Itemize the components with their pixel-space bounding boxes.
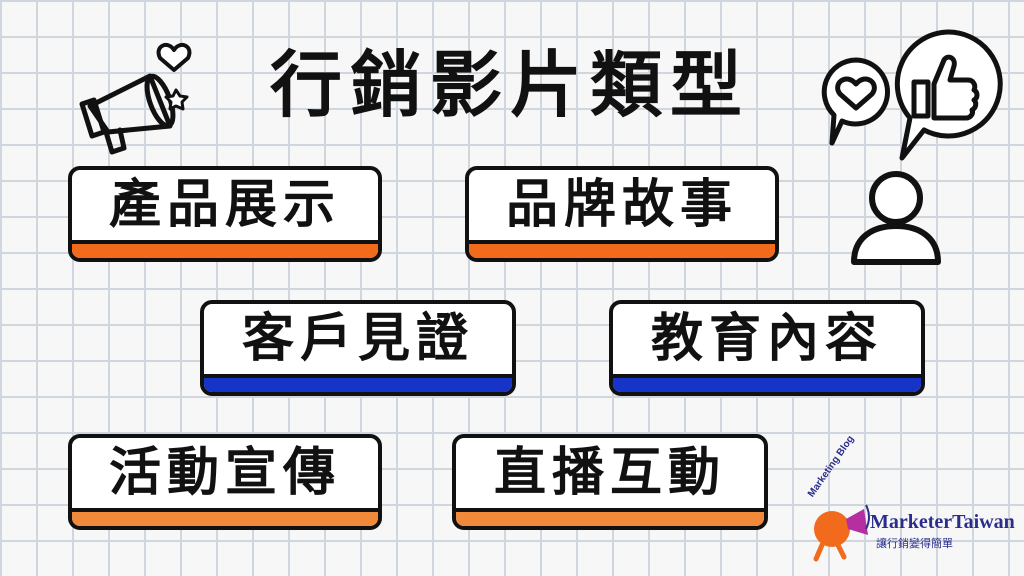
- card-label: 客戶見證: [241, 309, 474, 369]
- card-accent-strip: [72, 512, 378, 526]
- brand-name: MarketerTaiwan: [870, 511, 1015, 533]
- card-label: 直播互動: [493, 443, 726, 503]
- video-type-card-brand-story: 品牌故事: [465, 166, 779, 262]
- video-type-card-product-demo: 產品展示: [68, 166, 382, 262]
- card-label: 產品展示: [108, 175, 341, 235]
- video-type-card-testimonial: 客戶見證: [200, 300, 516, 396]
- person-icon: [851, 171, 941, 265]
- card-accent-strip: [456, 512, 764, 526]
- mascot-megaphone-icon: [813, 504, 870, 562]
- card-label: 活動宣傳: [108, 443, 341, 503]
- heart-speech-bubble-icon: [821, 57, 891, 146]
- card-label: 品牌故事: [505, 175, 738, 235]
- video-type-card-live-interaction: 直播互動: [452, 434, 768, 530]
- card-label: 教育內容: [650, 309, 883, 369]
- page-title: 行銷影片類型: [269, 42, 750, 127]
- brand-tagline: 讓行銷變得簡單: [876, 537, 953, 550]
- card-accent-strip: [204, 378, 512, 392]
- card-accent-strip: [613, 378, 921, 392]
- video-type-card-event-promotion: 活動宣傳: [68, 434, 382, 530]
- card-accent-strip: [469, 244, 775, 258]
- marketer-taiwan-logo[interactable]: Marketing Blog MarketerTaiwan 讓行銷變得簡單: [800, 434, 1015, 565]
- video-type-card-educational: 教育內容: [609, 300, 925, 396]
- thumbs-up-speech-bubble-icon: [894, 29, 1003, 161]
- card-accent-strip: [72, 244, 378, 258]
- megaphone-icon: [79, 42, 192, 155]
